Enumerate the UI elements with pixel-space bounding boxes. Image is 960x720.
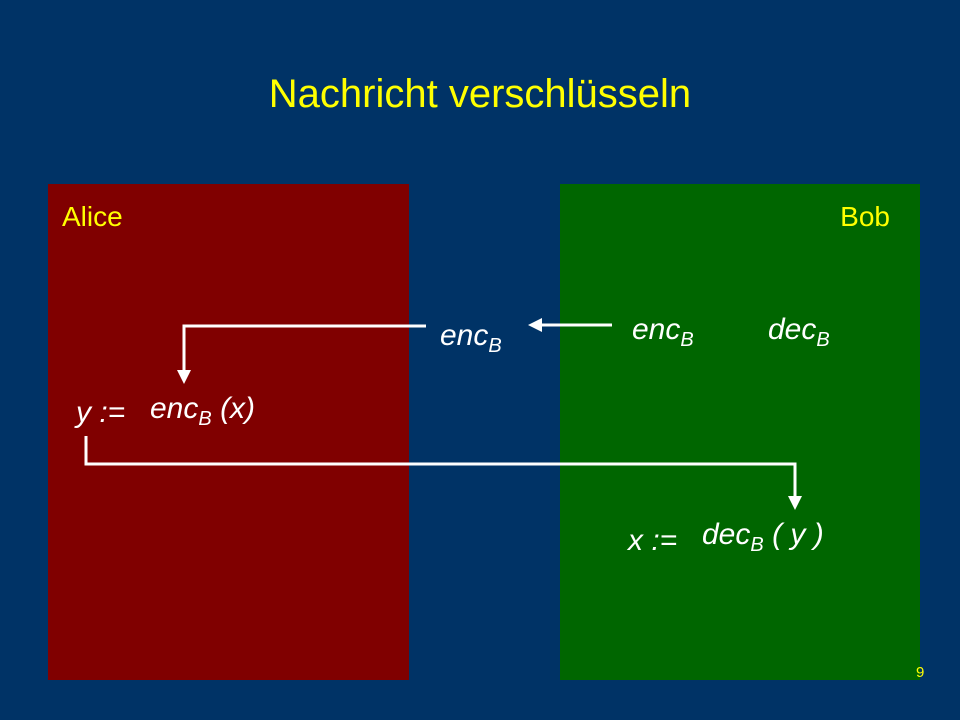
bob-func-sub: B: [750, 534, 764, 556]
ciphertext-line: [84, 436, 797, 498]
bob-dec-key-name: dec: [768, 313, 817, 346]
bob-assignment-var: x :=: [628, 524, 678, 557]
key-transfer-arrowhead: [528, 318, 542, 332]
slide-number: 9: [916, 664, 925, 681]
ciphertext-arrowhead: [788, 496, 802, 510]
key-to-alice-line: [182, 324, 426, 373]
alice-label: Alice: [62, 201, 123, 232]
key-to-alice-arrowhead: [177, 370, 191, 384]
alice-func-arg: (x): [220, 392, 256, 425]
alice-func-name: enc: [150, 392, 199, 425]
alice-encryption-expr: encB (x): [150, 392, 256, 430]
bob-enc-key: encB: [632, 313, 694, 351]
alice-assignment-var: y :=: [76, 396, 126, 429]
bob-panel: Bob: [560, 184, 920, 680]
bob-label: Bob: [840, 201, 890, 232]
bob-enc-key-name: enc: [632, 313, 681, 346]
bob-dec-key-sub: B: [816, 329, 830, 351]
transfer-enc-key-name: enc: [440, 319, 489, 352]
bob-dec-key: decB: [768, 313, 830, 351]
alice-panel: Alice: [48, 184, 409, 680]
slide-title: Nachricht verschlüsseln: [268, 72, 692, 116]
bob-func-name: dec: [702, 518, 751, 551]
alice-func-sub: B: [198, 408, 212, 430]
bob-func-arg: ( y ): [772, 518, 824, 551]
transfer-enc-key-sub: B: [488, 335, 502, 357]
bob-decryption-expr: decB ( y ): [702, 518, 824, 556]
bob-enc-key-sub: B: [680, 329, 694, 351]
transfer-enc-key: encB: [440, 319, 502, 357]
